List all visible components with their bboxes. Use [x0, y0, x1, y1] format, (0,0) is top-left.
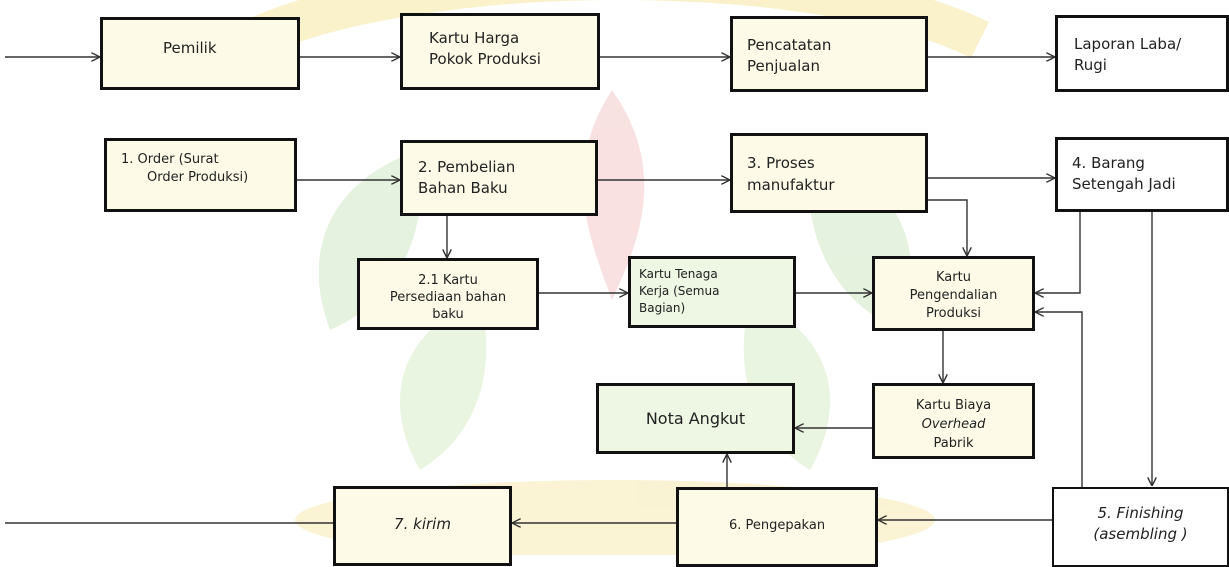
node-kartu-persediaan-line-3: baku — [432, 307, 464, 322]
node-barang: 4. Barang Setengah Jadi — [1055, 137, 1229, 212]
watermark-gold-arc — [241, 0, 989, 59]
node-pemilik: Pemilik — [100, 17, 300, 90]
node-order-line-2: Order Produksi) — [147, 170, 249, 185]
node-kirim-line-1: 7. kirim — [394, 515, 451, 533]
node-kartu-tenaga-line-2: Kerja (Semua — [639, 284, 720, 298]
node-kartu-pengendalian-line-1: Kartu — [936, 270, 971, 285]
node-kartu-pengendalian-line-3: Produksi — [925, 306, 982, 321]
node-kirim: 7. kirim — [333, 486, 512, 566]
node-finishing-line-1: 5. Finishing — [1097, 504, 1184, 522]
node-kartu-tenaga-line-1: Kartu Tenaga — [639, 267, 718, 281]
edge-finishing-kartu-pengendalian — [1035, 312, 1083, 488]
node-pembelian: 2. Pembelian Bahan Baku — [400, 140, 598, 216]
node-kartu-persediaan: 2.1 Kartu Persediaan bahan baku — [357, 258, 539, 330]
node-pembelian-line-2: Bahan Baku — [418, 179, 508, 197]
watermark-leaf-lower-left — [400, 300, 487, 470]
node-laporan-line-2: Rugi — [1074, 56, 1107, 74]
node-laporan: Laporan Laba/ Rugi — [1055, 15, 1229, 92]
node-kartu-pengendalian-line-2: Pengendalian — [909, 288, 998, 303]
node-pengepakan: 6. Pengepakan — [676, 487, 878, 567]
node-pencatatan-line-1: Pencatatan — [747, 36, 832, 54]
node-kartu-persediaan-line-1: 2.1 Kartu — [418, 273, 478, 288]
node-nota-angkut: Nota Angkut — [596, 383, 795, 454]
node-finishing-line-2: (asembling ) — [1093, 525, 1188, 543]
node-kartu-harga-line-1: Kartu Harga — [429, 29, 520, 47]
node-barang-line-1: 4. Barang — [1072, 154, 1145, 172]
node-finishing: 5. Finishing (asembling ) — [1052, 487, 1229, 567]
node-kartu-tenaga: Kartu Tenaga Kerja (Semua Bagian) — [628, 256, 796, 328]
node-kartu-biaya-line-2: Overhead — [921, 417, 986, 432]
node-proses-line-2: manufaktur — [747, 176, 835, 194]
node-kartu-biaya: Kartu Biaya Overhead Pabrik — [872, 383, 1035, 459]
watermark-leaf-left — [318, 150, 422, 330]
node-kartu-harga-line-2: Pokok Produksi — [429, 50, 541, 68]
node-pencatatan-line-2: Penjualan — [747, 57, 820, 75]
node-kartu-tenaga-line-3: Bagian) — [639, 301, 686, 315]
node-order: 1. Order (Surat Order Produksi) — [104, 138, 297, 212]
node-laporan-line-1: Laporan Laba/ — [1074, 35, 1182, 53]
node-barang-line-2: Setengah Jadi — [1072, 175, 1176, 193]
node-kartu-biaya-line-3: Pabrik — [933, 436, 974, 451]
node-proses: 3. Proses manufaktur — [730, 133, 928, 213]
node-kartu-harga: Kartu Harga Pokok Produksi — [400, 13, 600, 90]
connector-layer — [5, 0, 1229, 555]
edge-barang-kartu-pengendalian — [1035, 212, 1081, 293]
node-proses-line-1: 3. Proses — [747, 154, 815, 172]
node-nota-angkut-line-1: Nota Angkut — [645, 409, 746, 428]
node-kartu-biaya-line-1: Kartu Biaya — [915, 398, 992, 413]
node-kartu-persediaan-line-2: Persediaan bahan — [389, 290, 507, 305]
node-pengepakan-line-1: 6. Pengepakan — [728, 518, 826, 533]
node-kartu-pengendalian: Kartu Pengendalian Produksi — [872, 256, 1035, 331]
node-pembelian-line-1: 2. Pembelian — [418, 158, 516, 176]
watermark-flame — [583, 90, 645, 300]
edge-proses-kartu-pengendalian — [928, 199, 967, 256]
node-order-line-1: 1. Order (Surat — [121, 152, 219, 167]
node-pencatatan: Pencatatan Penjualan — [730, 16, 928, 92]
node-pemilik-line-1: Pemilik — [163, 39, 217, 57]
